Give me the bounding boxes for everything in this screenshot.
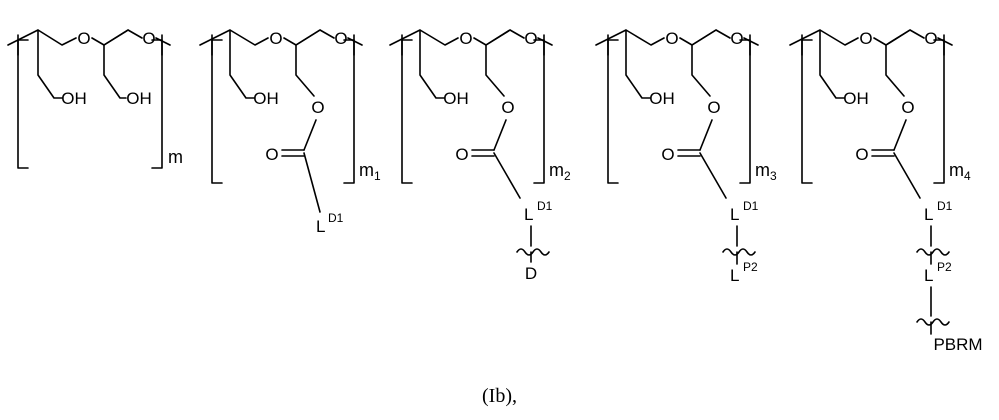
linker-l: L xyxy=(924,205,933,224)
side-chain-ester xyxy=(486,30,510,96)
left-bracket xyxy=(802,40,812,183)
repeat-subscript: m1 xyxy=(359,160,381,183)
ether-oxygen-2: O xyxy=(334,29,347,48)
side-chain-ester xyxy=(692,30,716,96)
left-bracket xyxy=(212,40,222,183)
carbonyl-to-linker xyxy=(894,153,920,198)
linker2-l: L xyxy=(924,266,933,285)
carbonyl-to-linker xyxy=(494,153,520,198)
linker2-sup: P2 xyxy=(937,260,952,274)
ether-oxygen-2: O xyxy=(924,29,937,48)
ester-to-carbonyl xyxy=(304,120,316,150)
unit-m4: O O OH O O L D1 L P2 PBRM m4 xyxy=(790,29,983,354)
wavy-bond-1 xyxy=(917,249,949,255)
side-chain-ester xyxy=(886,30,910,96)
unit-m1: O O OH O O L D1 m1 xyxy=(200,29,381,236)
ester-oxygen: O xyxy=(311,98,324,117)
ether-oxygen-2: O xyxy=(524,29,537,48)
carbonyl-double-bond xyxy=(472,150,494,156)
left-bracket xyxy=(608,40,618,183)
carbonyl-double-bond xyxy=(872,150,894,156)
carbonyl-oxygen: O xyxy=(661,145,674,164)
right-bracket xyxy=(152,40,162,168)
linker-sup: D1 xyxy=(328,211,344,225)
hydroxyl-2: OH xyxy=(126,89,152,108)
repeat-subscript-index: 3 xyxy=(770,169,777,183)
side-chain-oh xyxy=(420,30,444,98)
ether-oxygen-2: O xyxy=(730,29,743,48)
carbonyl-oxygen: O xyxy=(855,145,868,164)
ester-oxygen: O xyxy=(501,98,514,117)
ester-to-carbonyl xyxy=(894,120,906,150)
hydroxyl-1: OH xyxy=(61,89,87,108)
linker2-l: L xyxy=(730,266,739,285)
linker-sup: D1 xyxy=(537,199,553,213)
right-bracket xyxy=(534,40,544,183)
carbonyl-to-linker xyxy=(700,153,726,198)
side-chain-ester xyxy=(296,30,320,96)
ether-oxygen-2: O xyxy=(142,29,155,48)
repeat-subscript-index: 2 xyxy=(564,169,571,183)
left-bracket xyxy=(402,40,412,183)
linker-l: L xyxy=(316,217,325,236)
linker-l: L xyxy=(730,205,739,224)
side-chain-1 xyxy=(38,30,62,98)
repeat-subscript: m3 xyxy=(755,160,777,183)
unit-m: O O OH OH m xyxy=(8,29,183,168)
ester-oxygen: O xyxy=(901,98,914,117)
ester-to-carbonyl xyxy=(494,120,506,150)
unit-m2: O O OH O O L D1 D m2 xyxy=(390,29,571,283)
repeat-subscript-index: 4 xyxy=(964,169,971,183)
wavy-bond xyxy=(723,249,755,255)
side-chain-oh xyxy=(626,30,650,98)
terminal-group: D xyxy=(525,264,537,283)
repeat-subscript-index: 1 xyxy=(374,169,381,183)
right-bracket xyxy=(344,40,354,183)
unit-m3: O O OH O O L D1 L P2 m3 xyxy=(596,29,777,285)
right-bracket xyxy=(740,40,750,183)
ether-oxygen-1: O xyxy=(459,29,472,48)
side-chain-oh xyxy=(820,30,844,98)
left-bracket xyxy=(18,40,28,168)
repeat-subscript: m4 xyxy=(949,160,971,183)
hydroxyl: OH xyxy=(843,89,869,108)
wavy-bond xyxy=(517,249,549,255)
carbonyl-oxygen: O xyxy=(265,145,278,164)
side-chain-oh xyxy=(230,30,254,98)
linker-sup: D1 xyxy=(743,199,759,213)
carbonyl-to-linker xyxy=(304,153,320,212)
ester-oxygen: O xyxy=(707,98,720,117)
ether-oxygen-1: O xyxy=(665,29,678,48)
ether-oxygen-1: O xyxy=(77,29,90,48)
linker-sup: D1 xyxy=(937,199,953,213)
hydroxyl: OH xyxy=(253,89,279,108)
hydroxyl: OH xyxy=(443,89,469,108)
hydroxyl: OH xyxy=(649,89,675,108)
repeat-subscript: m xyxy=(168,147,183,167)
carbonyl-oxygen: O xyxy=(455,145,468,164)
side-chain-2 xyxy=(104,30,128,98)
ether-oxygen-1: O xyxy=(859,29,872,48)
carbonyl-double-bond xyxy=(678,150,700,156)
carbonyl-double-bond xyxy=(282,150,304,156)
linker-l: L xyxy=(524,205,533,224)
repeat-subscript: m2 xyxy=(549,160,571,183)
terminal-group: PBRM xyxy=(933,335,982,354)
wavy-bond-2 xyxy=(917,319,949,325)
ether-oxygen-1: O xyxy=(269,29,282,48)
ester-to-carbonyl xyxy=(700,120,712,150)
linker2-sup: P2 xyxy=(743,260,758,274)
right-bracket xyxy=(934,40,944,183)
formula-caption: (Ib), xyxy=(0,385,999,408)
